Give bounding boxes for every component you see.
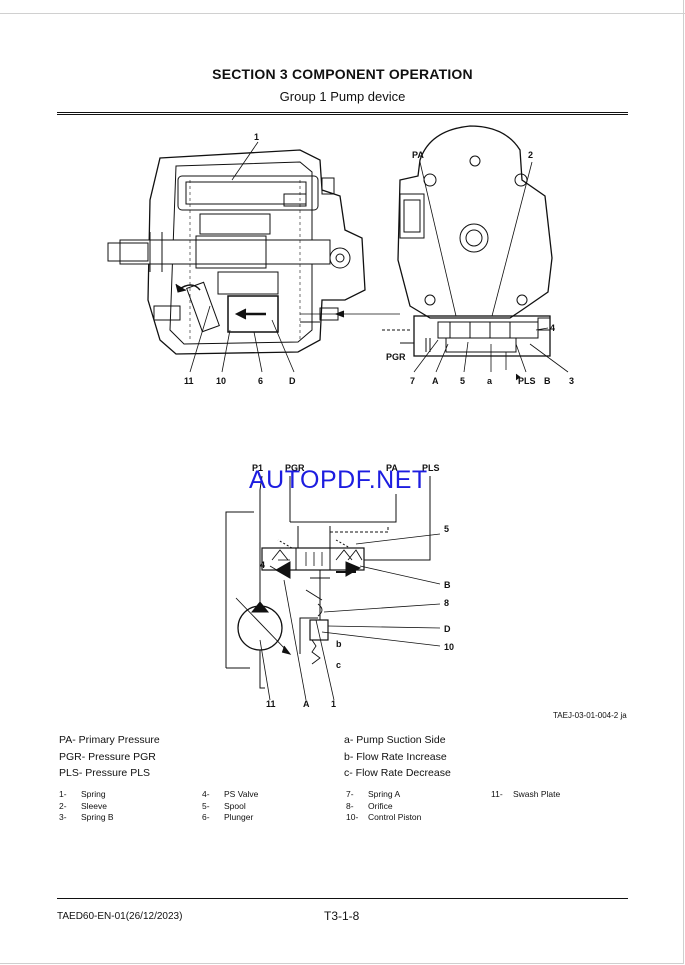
legend-item: PLS- Pressure PLS [59,767,151,779]
callout-suction-a: a [487,376,493,386]
legend-right: a- Pump Suction Side b- Flow Rate Increa… [344,732,451,782]
section-title: SECTION 3 COMPONENT OPERATION [212,66,473,82]
parts-list-col-2: 4-PS Valve 5-Spool 6-Plunger [202,789,258,824]
callout-d: D [289,376,296,386]
callout-pgr: PGR [386,352,406,362]
callout-10: 10 [444,642,454,652]
callout-11: 11 [266,699,276,709]
callout-b: B [544,376,551,386]
callout-7: 7 [410,376,415,386]
legend-item: PA- Primary Pressure [59,734,160,746]
part-row: 5-Spool [202,800,246,811]
callout-8: 8 [444,598,449,608]
callout-pgr: PGR [285,463,305,473]
callout-10: 10 [216,376,226,386]
footer-doc-id: TAED60-EN-01(26/12/2023) [57,911,183,922]
callout-a: A [303,699,310,709]
callout-5: 5 [460,376,465,386]
footer-page-number: T3-1-8 [324,909,360,923]
callout-2: 2 [528,150,533,160]
part-row: 2-Sleeve [59,800,107,811]
callout-11: 11 [184,376,194,386]
callout-pls: PLS [518,376,536,386]
callout-1: 1 [331,699,336,709]
figure-reference: TAEJ-03-01-004-2 ja [553,711,627,720]
callout-b: B [444,580,451,590]
callout-pa: PA [412,150,424,160]
callout-6: 6 [258,376,263,386]
part-row: 6-Plunger [202,812,254,822]
legend-item: PGR- Pressure PGR [59,750,156,763]
legend-item: c- Flow Rate Decrease [344,767,451,779]
callout-d: D [444,624,451,634]
part-row: 10-Control Piston [346,812,422,822]
part-row: 4-PS Valve [202,789,259,799]
callout-4: 4 [550,323,555,333]
callout-a: A [432,376,439,386]
group-title: Group 1 Pump device [279,89,406,104]
top-rule [0,13,685,14]
legend-item: b- Flow Rate Increase [344,750,447,763]
parts-list-col-3: 7-Spring A 8-Orifice 10-Control Piston [346,789,421,824]
callout-pa: PA [386,463,398,473]
callout-flow-decrease-c: c [336,660,341,670]
callout-1: 1 [254,132,259,142]
callout-4: 4 [260,560,265,570]
legend-left: PA- Primary Pressure PGR- Pressure PGR P… [59,732,160,782]
pump-cross-section-figure: 1 PA 2 4 PGR 11 10 6 D 7 A 5 a PLS B 3 [107,125,574,386]
parts-list-col-1: 1-Spring 2-Sleeve 3-Spring B [59,789,114,824]
header-rule [57,112,628,115]
hydraulic-schematic-figure: P1 PGR PA PLS 5 4 B 8 D 10 b c 11 A 1 [225,463,454,709]
part-row: 7-Spring A [346,789,401,799]
callout-pls: PLS [422,463,440,473]
callout-3: 3 [569,376,574,386]
footer-rule [57,898,628,899]
part-row: 1-Spring [59,789,106,799]
parts-list-col-4: 11-Swash Plate [491,789,560,801]
legend-item: a- Pump Suction Side [344,734,446,746]
callout-flow-increase-b: b [336,639,342,649]
watermark: AUTOPDF.NET [249,466,428,494]
part-row: 3-Spring B [59,812,114,822]
part-row: 8-Orifice [346,800,393,811]
part-row: 11-Swash Plate [491,789,561,799]
callout-5: 5 [444,524,449,534]
callout-p1: P1 [252,463,263,473]
